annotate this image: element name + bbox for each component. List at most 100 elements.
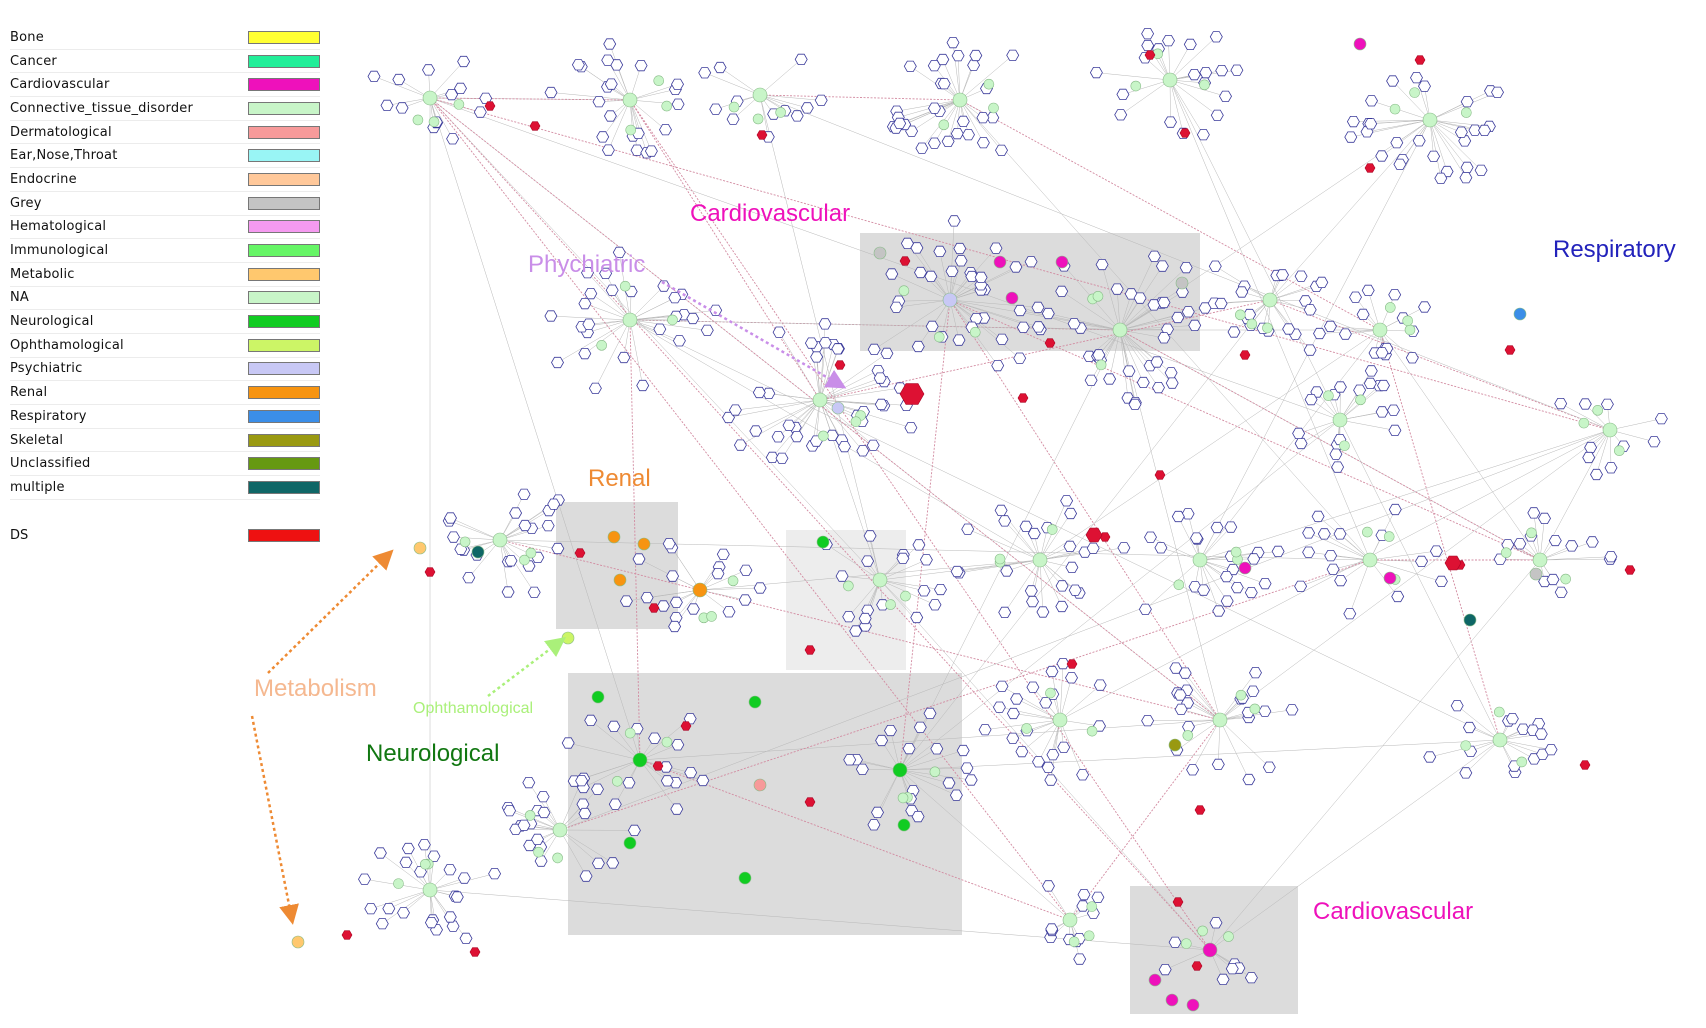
legend-item-swatch xyxy=(248,362,320,376)
ds-node xyxy=(529,121,541,131)
target-node xyxy=(1249,703,1261,715)
target-node xyxy=(1500,547,1512,559)
target-node xyxy=(1526,527,1537,539)
drug-node xyxy=(1212,605,1226,617)
drug-node xyxy=(790,430,804,443)
target-node xyxy=(596,340,607,351)
network-edge xyxy=(1004,520,1041,561)
drug-node xyxy=(1282,323,1296,335)
drug-node xyxy=(1501,539,1515,551)
drug-node xyxy=(950,127,964,140)
network-edge xyxy=(429,97,881,581)
network-edge xyxy=(370,889,431,909)
drug-node xyxy=(934,584,947,596)
target-node xyxy=(591,690,605,704)
network-edge xyxy=(879,579,917,618)
drug-node xyxy=(1157,296,1171,309)
legend-item-label: Ophthamological xyxy=(10,337,124,353)
network-edge xyxy=(602,99,631,138)
drug-node xyxy=(1000,565,1014,577)
target-node xyxy=(1062,912,1078,928)
target-node xyxy=(1332,412,1348,428)
target-node xyxy=(661,736,673,748)
target-node xyxy=(1223,931,1234,942)
drug-node xyxy=(1224,521,1238,533)
network-edge xyxy=(629,89,676,101)
network-edge xyxy=(1539,558,1611,561)
drug-node xyxy=(1179,261,1193,274)
drug-node xyxy=(373,847,387,859)
target-node xyxy=(1197,925,1208,937)
network-edge xyxy=(896,299,951,308)
drug-node xyxy=(509,507,523,519)
target-node xyxy=(892,762,908,778)
drug-node xyxy=(831,343,845,355)
drug-node xyxy=(1188,319,1202,332)
target-node xyxy=(1182,730,1194,741)
drug-node xyxy=(504,555,518,567)
network-edge xyxy=(1090,329,1121,381)
drug-node xyxy=(1093,679,1107,691)
network-edge xyxy=(429,97,1341,421)
drug-node xyxy=(1216,973,1230,985)
target-node xyxy=(422,90,438,106)
network-edge xyxy=(819,370,879,401)
target-node xyxy=(661,100,673,112)
drug-node xyxy=(913,721,927,733)
drug-node xyxy=(1073,953,1087,965)
network-edge xyxy=(819,381,885,401)
drug-node xyxy=(919,554,933,566)
target-node xyxy=(1560,573,1571,585)
network-edge xyxy=(1199,559,1238,588)
drug-node xyxy=(1346,116,1360,128)
target-node xyxy=(1461,107,1472,118)
ds-node xyxy=(899,256,911,266)
drug-node xyxy=(1459,172,1473,184)
drug-node xyxy=(1178,667,1192,679)
ds-node xyxy=(1044,338,1056,348)
drug-node xyxy=(1209,31,1223,43)
target-node xyxy=(667,314,678,326)
drug-node xyxy=(928,599,942,611)
drug-node xyxy=(576,798,590,810)
drug-node xyxy=(1057,741,1071,753)
drug-node xyxy=(804,337,818,349)
target-node xyxy=(653,75,665,87)
drug-node xyxy=(962,129,975,141)
drug-node xyxy=(1147,299,1161,311)
drug-node xyxy=(601,144,615,156)
drug-node xyxy=(1055,600,1069,613)
network-edge xyxy=(1324,533,1371,561)
drug-node xyxy=(684,767,698,779)
network-edge xyxy=(1016,698,1061,721)
drug-node xyxy=(1064,507,1078,520)
drug-node xyxy=(1375,347,1389,359)
network-edge xyxy=(899,713,931,771)
drug-node xyxy=(1386,75,1400,87)
network-edge xyxy=(629,99,652,152)
drug-node xyxy=(1462,721,1476,734)
drug-node xyxy=(551,542,565,555)
drug-node xyxy=(1041,761,1055,773)
legend-item: Cancer xyxy=(10,50,320,74)
network-edge xyxy=(874,299,951,350)
network-edge xyxy=(1165,949,1211,970)
target-node xyxy=(952,92,968,108)
network-edge xyxy=(1119,329,1221,721)
drug-node xyxy=(1016,321,1030,333)
network-edge xyxy=(819,353,887,401)
drug-node xyxy=(1077,889,1091,901)
drug-node xyxy=(1427,150,1441,162)
label-phychiatric: Phychiatric xyxy=(528,251,646,278)
drug-node xyxy=(617,351,631,364)
network-edge xyxy=(1308,532,1371,561)
drug-node xyxy=(950,565,964,578)
drug-node xyxy=(1544,744,1558,756)
network-edge xyxy=(778,332,821,401)
drug-node xyxy=(1155,260,1169,272)
drug-node xyxy=(454,82,467,94)
target-node xyxy=(1389,103,1401,115)
drug-node xyxy=(1454,126,1468,138)
drug-node xyxy=(634,60,648,72)
